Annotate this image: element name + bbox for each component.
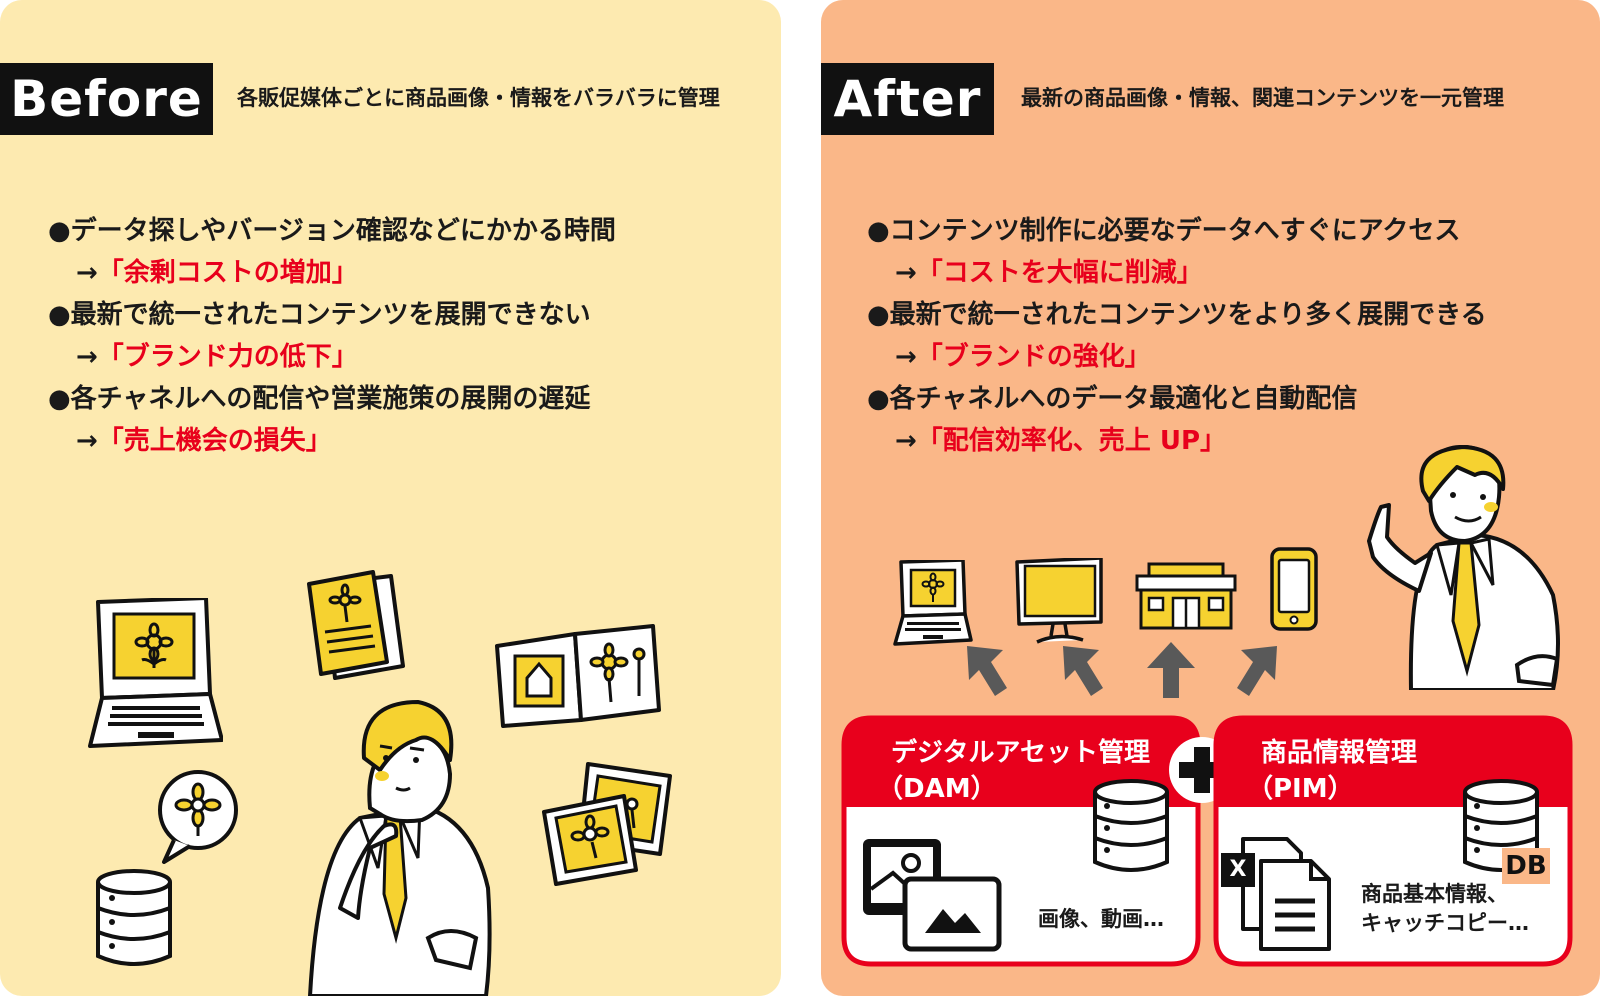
pim-title: 商品情報管理 （PIM）: [1247, 735, 1418, 807]
after-point-result: →「ブランドの強化」: [867, 336, 1487, 378]
pointing-businessman-illustration: [1367, 445, 1560, 690]
up-arrow-icon: [1147, 642, 1195, 698]
book-illustration: [495, 624, 661, 728]
db-badge: DB: [1502, 848, 1550, 884]
pim-caption-line1: 商品基本情報、: [1361, 882, 1508, 906]
after-point-result: →「配信効率化、売上 UP」: [867, 420, 1487, 462]
after-point: ●コンテンツ制作に必要なデータへすぐにアクセス →「コストを大幅に削減」: [867, 210, 1487, 294]
before-label: Before: [0, 63, 213, 135]
up-arrow-icon: [1063, 646, 1103, 696]
after-point-result-text: 「配信効率化、売上 UP」: [916, 426, 1227, 456]
after-panel: After 最新の商品画像・情報、関連コンテンツを一元管理 ●コンテンツ制作に必…: [821, 0, 1600, 996]
before-point: ●各チャネルへの配信や営業施策の展開の遅延 →「売上機会の損失」: [48, 378, 616, 462]
database-icon: [1093, 779, 1169, 872]
after-point-text: ●各チャネルへのデータ最適化と自動配信: [867, 384, 1358, 414]
right-arrow-icon: →: [895, 342, 917, 372]
before-point-result: →「ブランド力の低下」: [48, 336, 616, 378]
monitor-channel-icon: [1015, 558, 1103, 644]
before-point-result: →「売上機会の損失」: [48, 420, 616, 462]
photo-cards-illustration: [542, 762, 672, 886]
before-point: ●データ探しやバージョン確認などにかかる時間 →「余剰コストの増加」: [48, 210, 616, 294]
flyer-illustration: [307, 570, 405, 680]
dam-title-line2: （DAM）: [877, 774, 997, 804]
right-arrow-icon: →: [76, 342, 98, 372]
up-arrow-icon: [1237, 646, 1277, 696]
before-point: ●最新で統一されたコンテンツを展開できない →「ブランド力の低下」: [48, 294, 616, 378]
after-point-result-text: 「ブランドの強化」: [916, 342, 1151, 372]
before-point-text: ●最新で統一されたコンテンツを展開できない: [48, 300, 591, 330]
database-illustration: [96, 869, 172, 966]
after-point: ●各チャネルへのデータ最適化と自動配信 →「配信効率化、売上 UP」: [867, 378, 1487, 462]
dam-title-line1: デジタルアセット管理: [891, 738, 1150, 768]
laptop-channel-icon: [893, 560, 973, 646]
after-description: 最新の商品画像・情報、関連コンテンツを一元管理: [1021, 86, 1504, 110]
after-point-result: →「コストを大幅に削減」: [867, 252, 1487, 294]
pim-caption: 商品基本情報、 キャッチコピー…: [1361, 880, 1529, 938]
dam-title: デジタルアセット管理 （DAM）: [877, 735, 1150, 807]
after-point-text: ●最新で統一されたコンテンツをより多く展開できる: [867, 300, 1487, 330]
smartphone-channel-icon: [1270, 547, 1318, 631]
pim-caption-line2: キャッチコピー…: [1361, 911, 1529, 935]
after-point-result-text: 「コストを大幅に削減」: [916, 258, 1203, 288]
before-point-result-text: 「余剰コストの増加」: [97, 258, 358, 288]
before-point-text: ●各チャネルへの配信や営業施策の展開の遅延: [48, 384, 591, 414]
right-arrow-icon: →: [895, 258, 917, 288]
dam-caption: 画像、動画…: [1038, 907, 1164, 931]
before-description: 各販促媒体ごとに商品画像・情報をバラバラに管理: [237, 86, 720, 110]
before-point-result: →「余剰コストの増加」: [48, 252, 616, 294]
excel-icon: X: [1229, 857, 1247, 882]
after-point: ●最新で統一されたコンテンツをより多く展開できる →「ブランドの強化」: [867, 294, 1487, 378]
document-files-icon: [1221, 837, 1331, 951]
after-points-list: ●コンテンツ制作に必要なデータへすぐにアクセス →「コストを大幅に削減」 ●最新…: [867, 210, 1487, 462]
right-arrow-icon: →: [895, 426, 917, 456]
after-label: After: [821, 63, 994, 135]
before-point-text: ●データ探しやバージョン確認などにかかる時間: [48, 216, 616, 246]
right-arrow-icon: →: [76, 258, 98, 288]
store-channel-icon: [1135, 562, 1237, 630]
laptop-illustration: [88, 598, 223, 748]
before-panel: Before 各販促媒体ごとに商品画像・情報をバラバラに管理 ●データ探しやバー…: [0, 0, 781, 996]
up-arrow-icon: [967, 646, 1007, 696]
pim-title-line2: （PIM）: [1247, 774, 1354, 804]
before-point-result-text: 「ブランド力の低下」: [97, 342, 358, 372]
before-points-list: ●データ探しやバージョン確認などにかかる時間 →「余剰コストの増加」 ●最新で統…: [48, 210, 616, 462]
thinking-businessman-illustration: [307, 700, 492, 996]
pim-title-line1: 商品情報管理: [1261, 738, 1418, 768]
after-point-text: ●コンテンツ制作に必要なデータへすぐにアクセス: [867, 216, 1461, 246]
speech-bubble-illustration: [158, 770, 238, 864]
right-arrow-icon: →: [76, 426, 98, 456]
image-files-icon: [863, 839, 1002, 952]
before-point-result-text: 「売上機会の損失」: [97, 426, 332, 456]
